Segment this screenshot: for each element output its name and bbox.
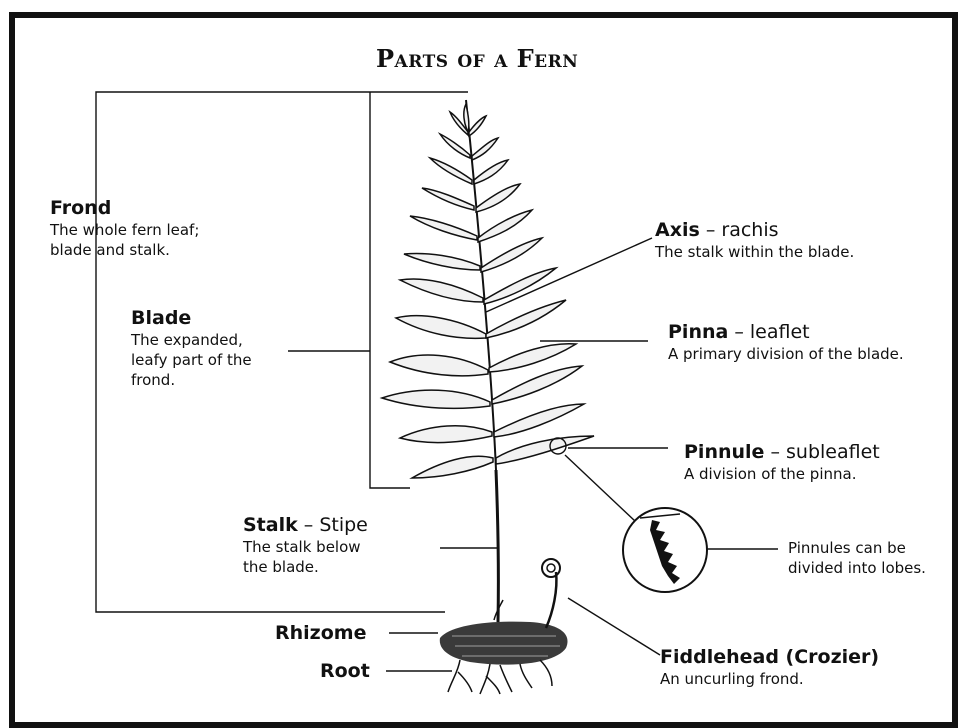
pinnule-desc: A division of the pinna. (684, 464, 880, 484)
blade-name: Blade (131, 306, 252, 330)
frond-desc-1: The whole fern leaf; (50, 220, 199, 240)
stalk-desc-1: The stalk below (243, 537, 368, 557)
fiddlehead-pointer (568, 598, 660, 655)
stalk-name: Stalk (243, 514, 298, 536)
lobes-desc-1: Pinnules can be (788, 538, 926, 558)
axis-name: Axis (655, 219, 700, 241)
pinna-tail: – leaflet (728, 321, 809, 343)
pinna-desc: A primary division of the blade. (668, 344, 904, 364)
stalk-label: Stalk – Stipe The stalk below the blade. (243, 513, 368, 577)
pinnule-label: Pinnule – subleaflet A division of the p… (684, 440, 880, 484)
frond-label: Frond The whole fern leaf; blade and sta… (50, 196, 199, 260)
fiddlehead (542, 559, 560, 628)
frond-name: Frond (50, 196, 199, 220)
roots (448, 660, 552, 694)
axis-desc: The stalk within the blade. (655, 242, 854, 262)
blade-bracket (370, 92, 410, 488)
pinnule-name: Pinnule (684, 441, 764, 463)
blade-desc-3: frond. (131, 370, 252, 390)
root-label: Root (320, 659, 370, 683)
lobes-desc-2: divided into lobes. (788, 558, 926, 578)
rhizome-shape (440, 622, 568, 665)
axis-pointer (486, 238, 652, 312)
axis-label: Axis – rachis The stalk within the blade… (655, 218, 854, 262)
pinna-name: Pinna (668, 321, 728, 343)
stalk-tail: – Stipe (298, 514, 368, 536)
blade-desc-2: leafy part of the (131, 350, 252, 370)
blade-label: Blade The expanded, leafy part of the fr… (131, 306, 252, 390)
lobes-note: Pinnules can be divided into lobes. (788, 538, 926, 578)
pinnule-zoom (623, 508, 707, 592)
frond-desc-2: blade and stalk. (50, 240, 199, 260)
blade-desc-1: The expanded, (131, 330, 252, 350)
stipe (496, 470, 498, 622)
axis-tail: – rachis (700, 219, 779, 241)
fiddlehead-name: Fiddlehead (Crozier) (660, 645, 879, 669)
stalk-desc-2: the blade. (243, 557, 368, 577)
pinnule-tail: – subleaflet (764, 441, 879, 463)
rhizome-label: Rhizome (275, 621, 366, 645)
pinna-label: Pinna – leaflet A primary division of th… (668, 320, 904, 364)
fiddlehead-desc: An uncurling frond. (660, 669, 879, 689)
zoom-pointer (565, 455, 636, 522)
pinnae (382, 104, 594, 478)
fiddlehead-label: Fiddlehead (Crozier) An uncurling frond. (660, 645, 879, 689)
